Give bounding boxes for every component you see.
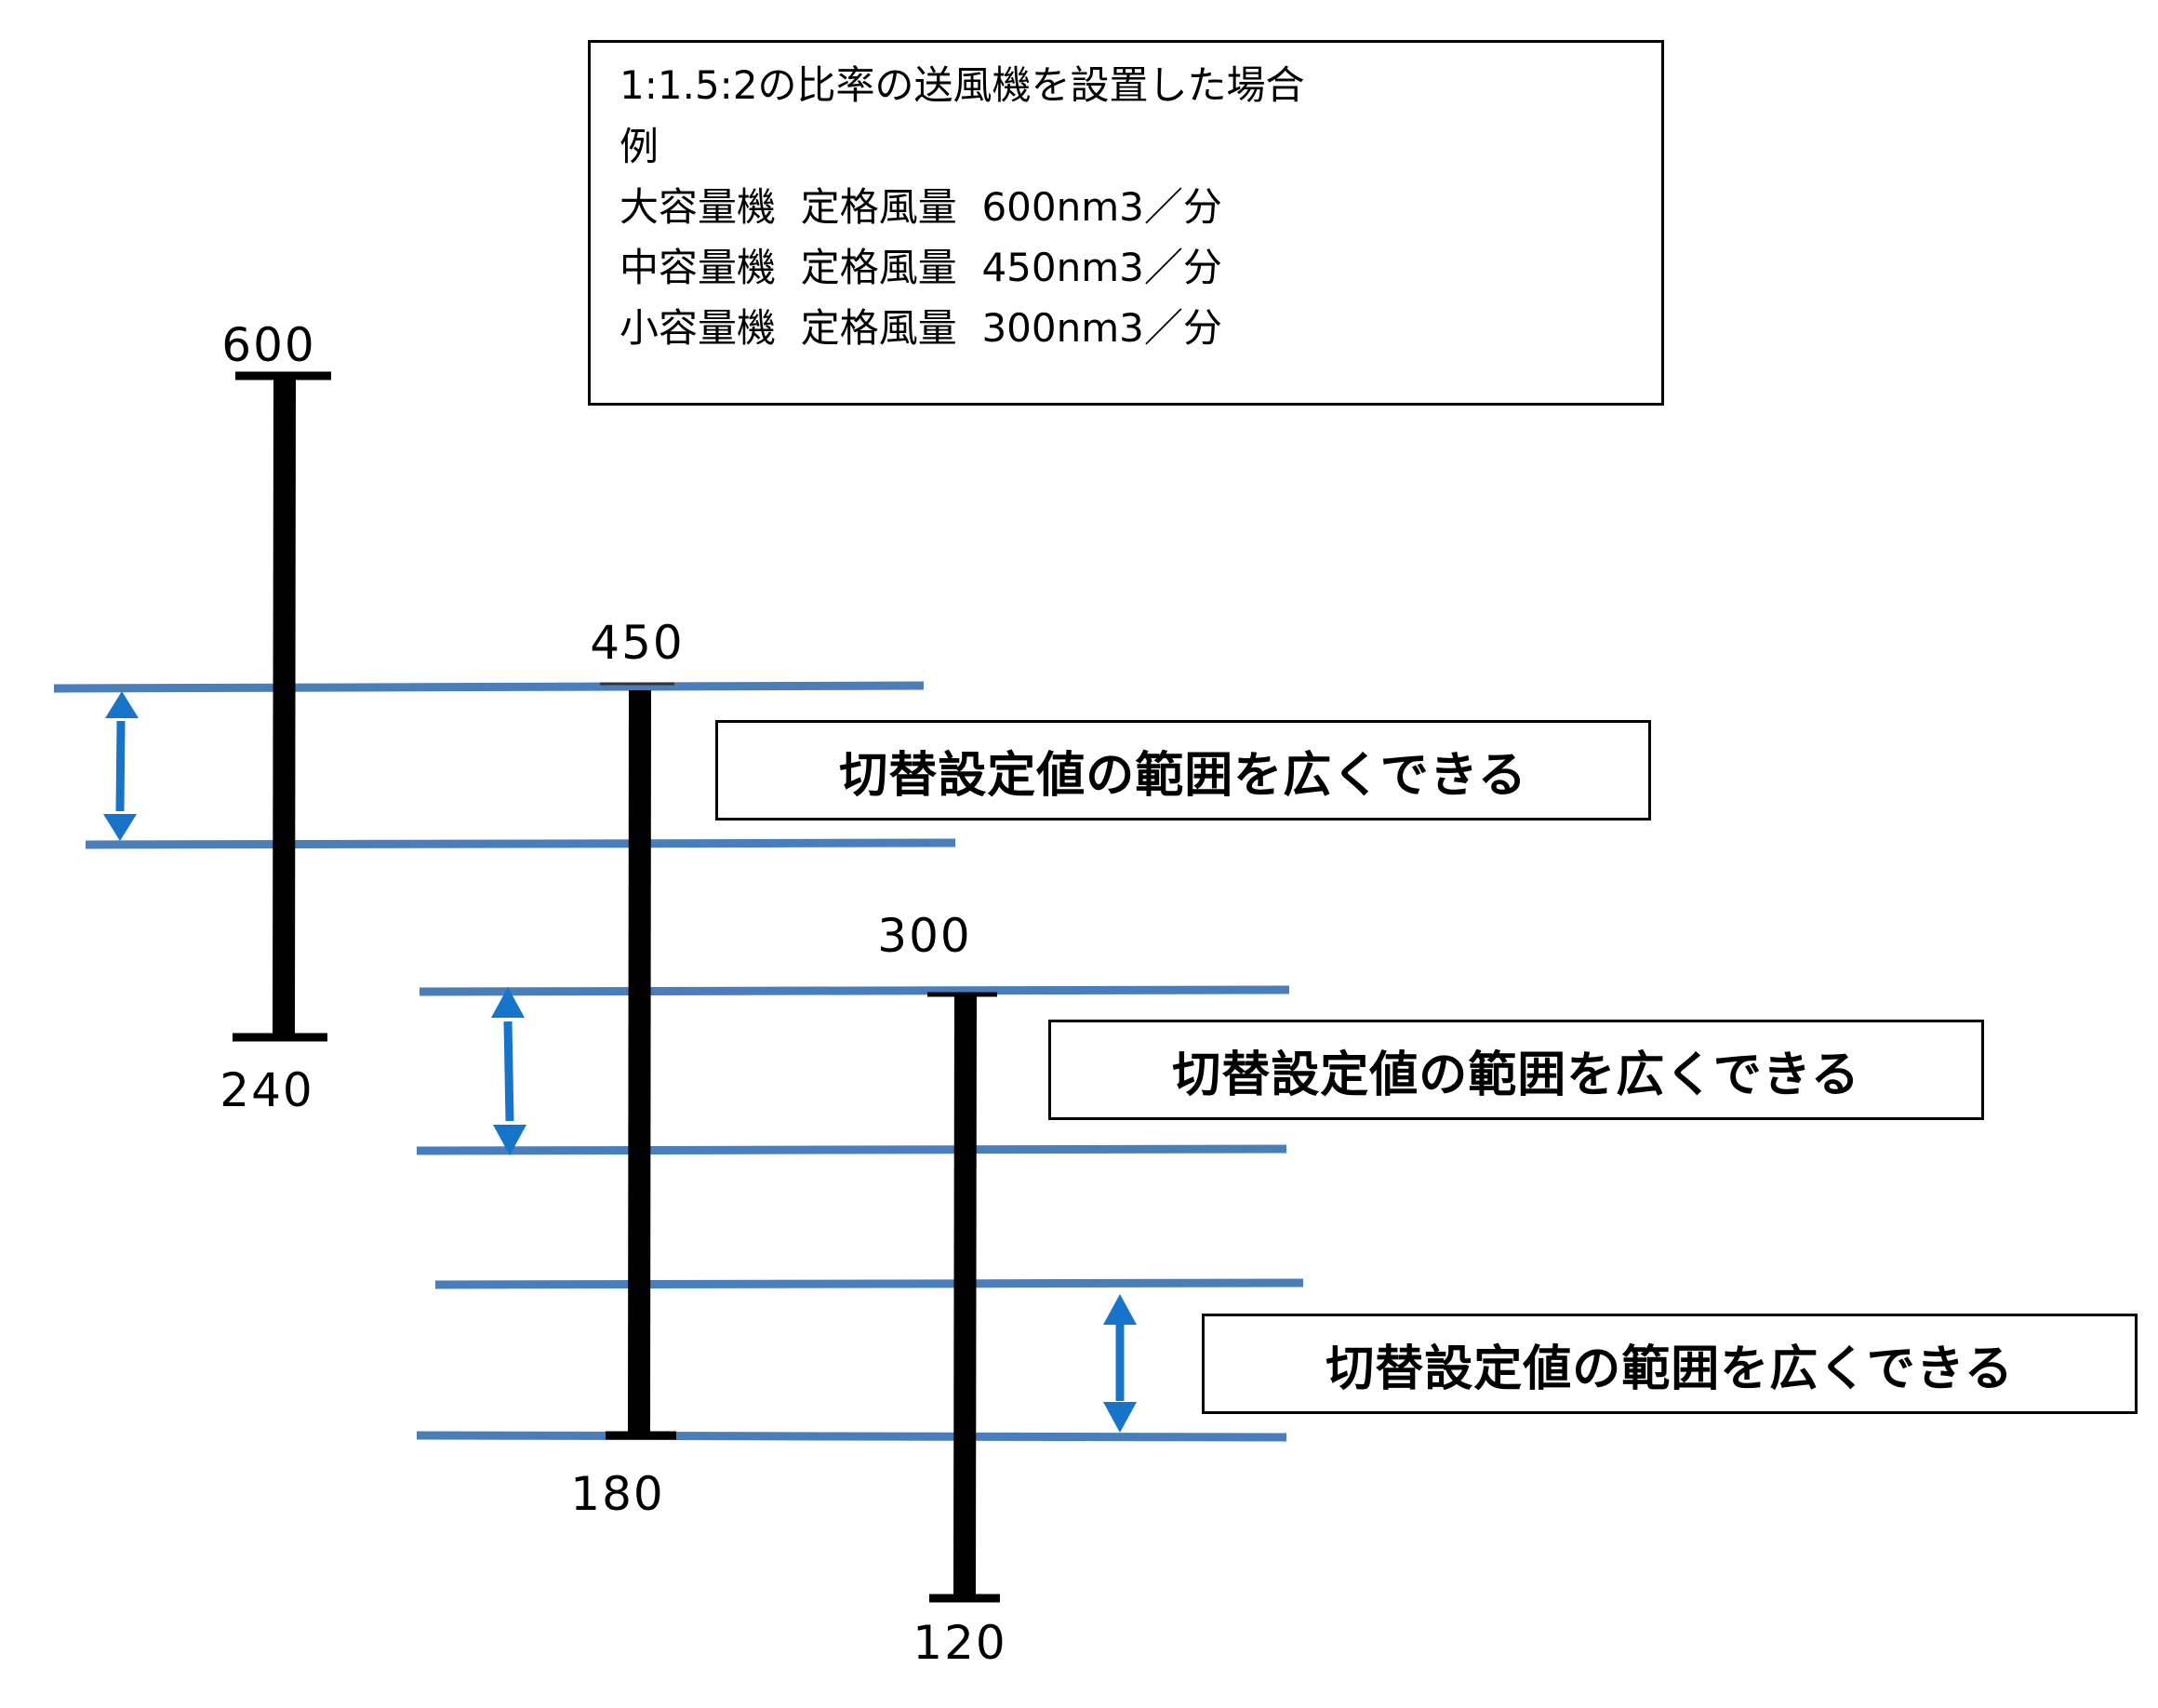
callout-box-1: 切替設定値の範囲を広くできる: [715, 720, 1651, 821]
legend-unit-name: 小容量機: [619, 305, 777, 351]
range-bar-medium: [600, 682, 676, 1440]
callout-text: 切替設定値の範囲を広くできる: [839, 747, 1527, 804]
legend-row-small: 小容量機 定格風量 300nm3／分: [619, 306, 1222, 351]
callout-box-2: 切替設定値の範囲を広くできる: [1048, 1020, 1984, 1120]
legend-title: 1:1.5:2の比率の送風機を設置した場合: [619, 62, 1305, 108]
double-arrow-1: [103, 691, 139, 841]
legend-row-large: 大容量機 定格風量 600nm3／分: [619, 185, 1222, 230]
bar-stem: [953, 993, 977, 1598]
legend-value: 450nm3／分: [981, 245, 1222, 290]
arrow-shaft: [115, 720, 126, 812]
legend-unit-name: 中容量機: [619, 245, 777, 290]
legend-spec: 定格風量: [800, 184, 957, 230]
threshold-line: [53, 681, 925, 693]
legend-value: 600nm3／分: [981, 184, 1222, 230]
arrow-down-head: [1103, 1402, 1137, 1433]
label-medium-max: 450: [590, 616, 685, 670]
arrow-down-head: [103, 814, 137, 841]
threshold-line: [419, 985, 1290, 996]
legend-spec: 定格風量: [800, 305, 957, 351]
bar-stem: [628, 689, 651, 1434]
range-bar-large: [233, 371, 331, 1042]
legend-example-label: 例: [619, 124, 659, 169]
callout-text: 切替設定値の範囲を広くできる: [1325, 1341, 2014, 1397]
label-large-max: 600: [221, 318, 316, 372]
callout-box-3: 切替設定値の範囲を広くできる: [1202, 1314, 2138, 1414]
threshold-line: [434, 1278, 1304, 1289]
legend-value: 300nm3／分: [981, 305, 1222, 351]
arrow-shaft: [503, 1021, 514, 1122]
legend-row-medium: 中容量機 定格風量 450nm3／分: [619, 246, 1222, 290]
label-small-max: 300: [877, 909, 972, 963]
legend-spec: 定格風量: [800, 245, 957, 290]
range-bar-small: [927, 992, 1000, 1603]
bar-stem: [273, 375, 296, 1037]
arrow-up-head: [1103, 1294, 1137, 1325]
arrow-up-head: [491, 987, 525, 1018]
legend-unit-name: 大容量機: [619, 184, 777, 230]
threshold-line: [416, 1431, 1287, 1442]
legend-box: 1:1.5:2の比率の送風機を設置した場合 例 大容量機 定格風量 600nm3…: [588, 40, 1664, 406]
threshold-lines: [53, 681, 1304, 1442]
double-arrow-3: [1103, 1294, 1137, 1433]
threshold-line: [85, 838, 956, 849]
label-large-min: 240: [220, 1063, 314, 1117]
label-medium-min: 180: [570, 1467, 665, 1521]
arrow-down-head: [493, 1125, 526, 1155]
double-arrow-2: [491, 987, 526, 1155]
label-small-min: 120: [912, 1616, 1007, 1670]
threshold-line: [416, 1144, 1287, 1155]
callout-text: 切替設定値の範囲を広くできる: [1172, 1047, 1860, 1103]
arrow-up-head: [105, 691, 139, 718]
